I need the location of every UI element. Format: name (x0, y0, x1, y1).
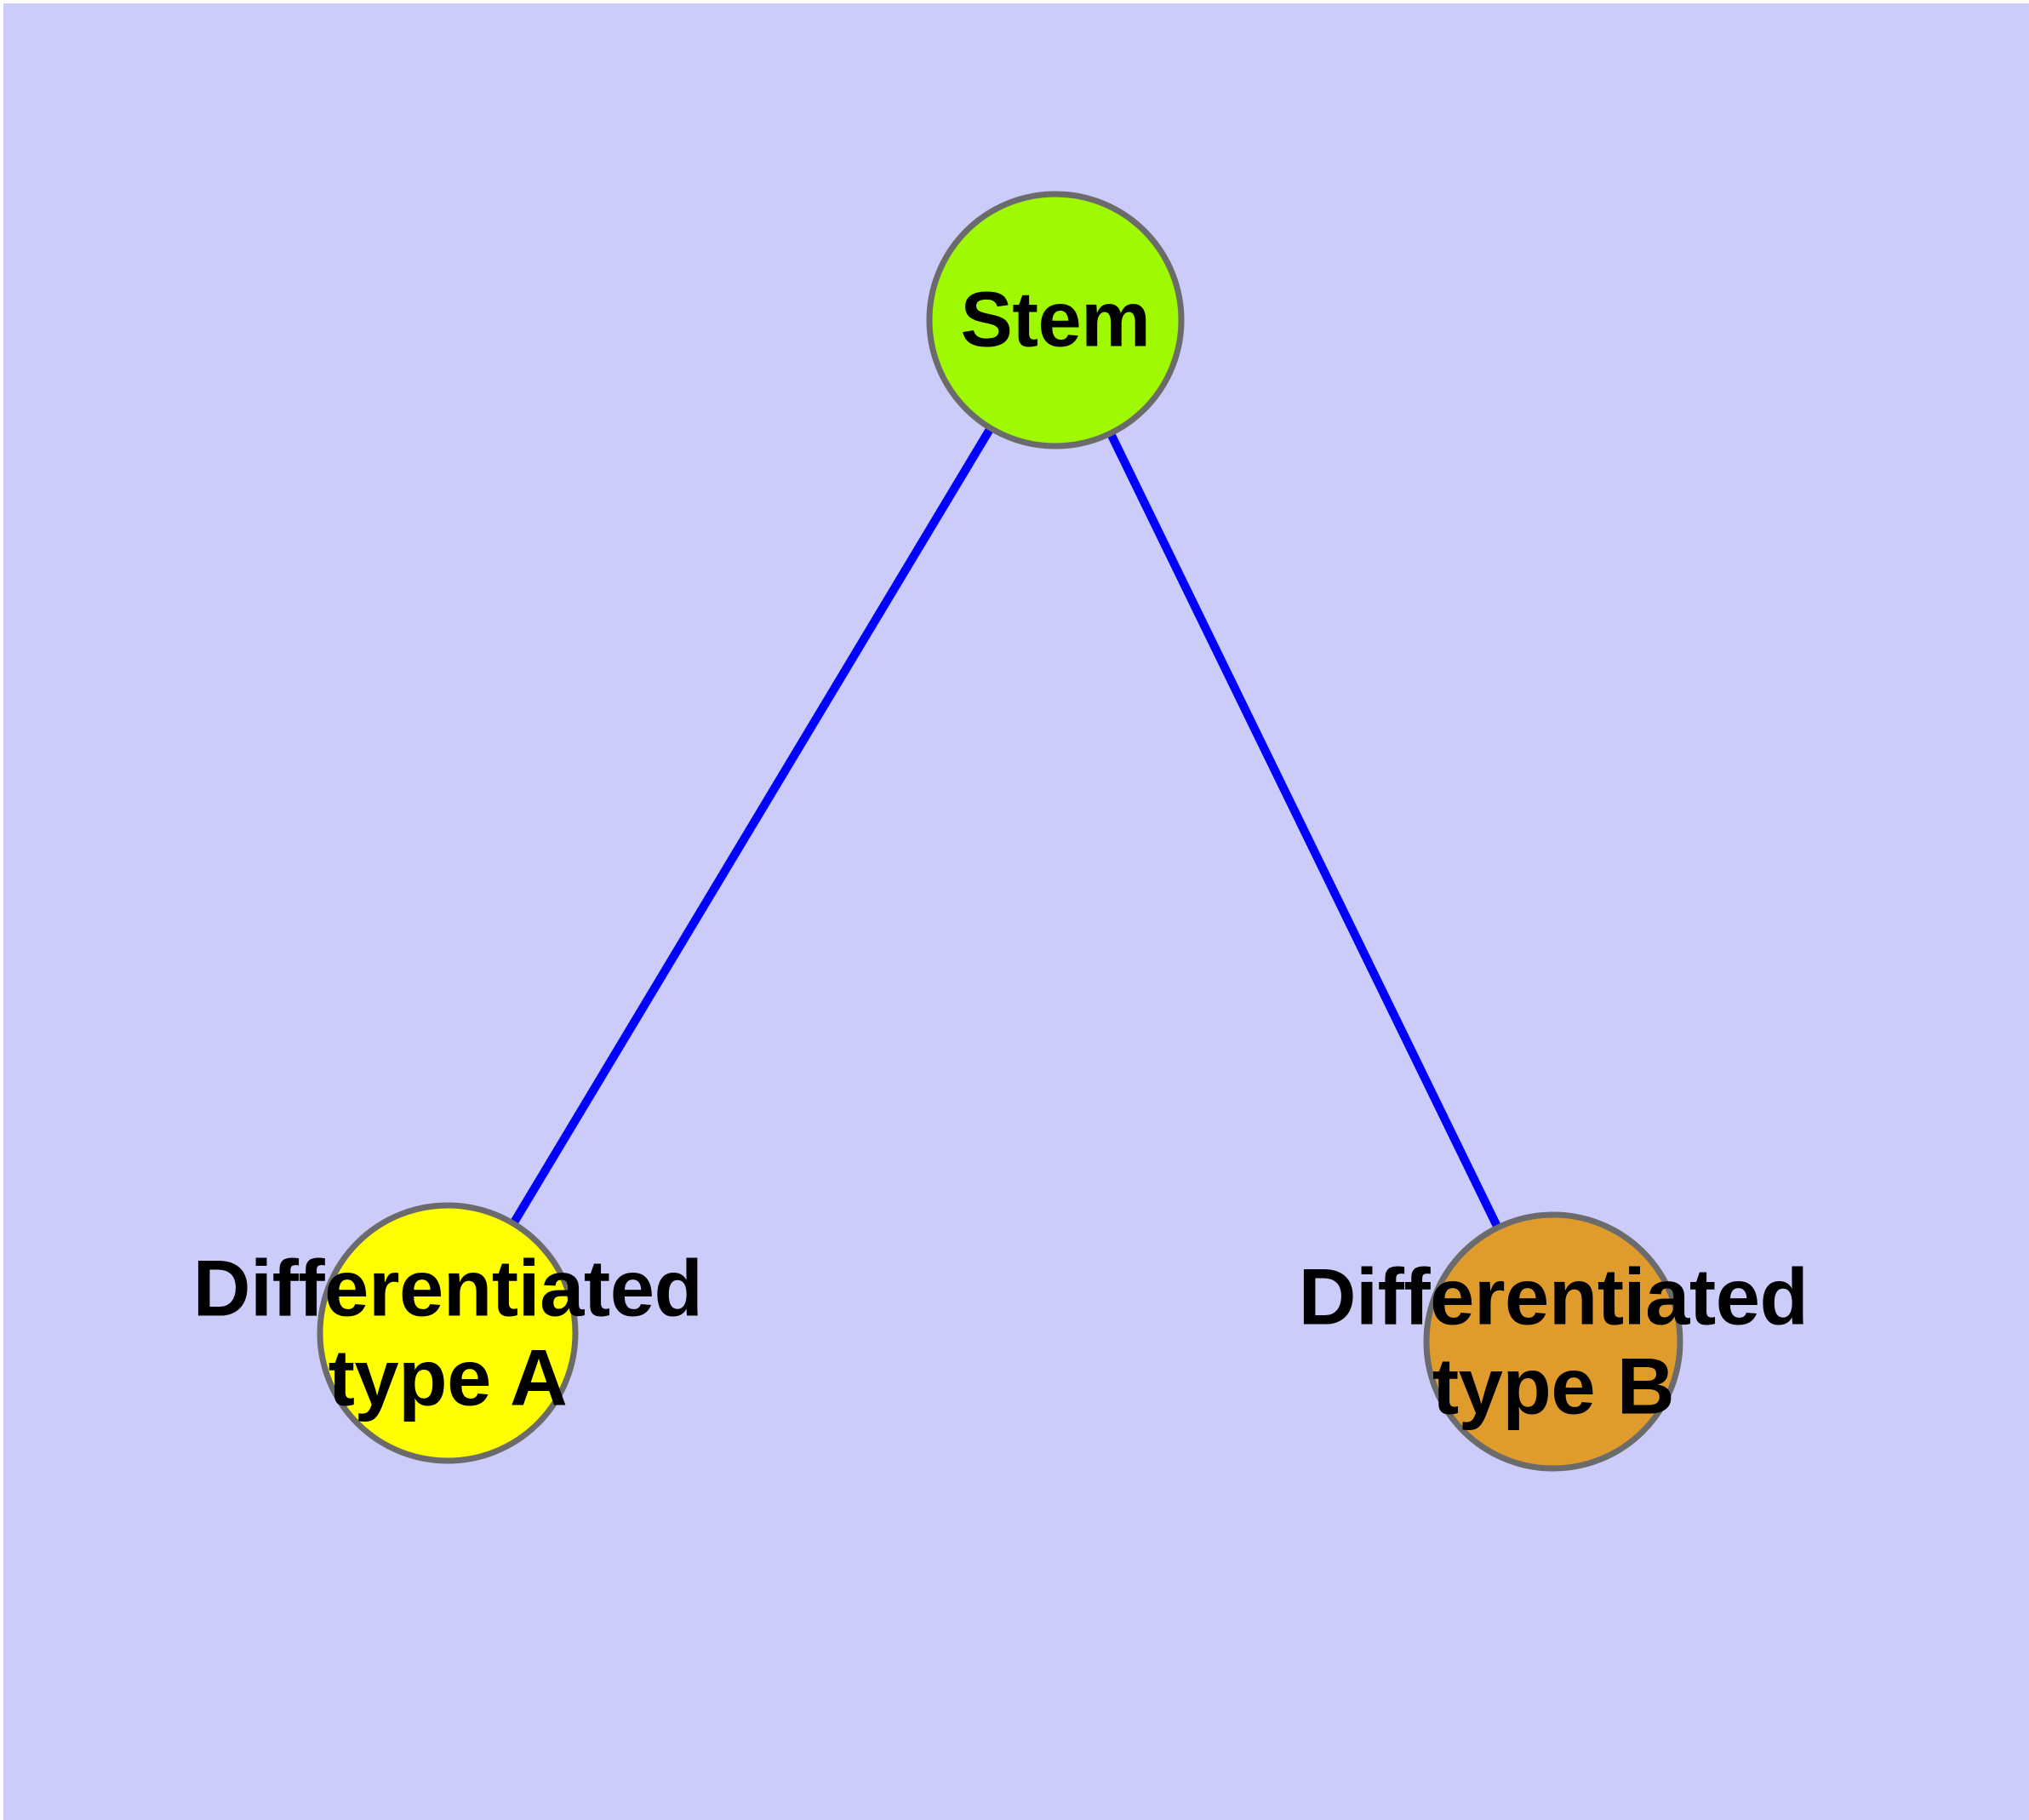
graph-node-stem[interactable] (926, 191, 1185, 449)
graph-node-diff_b[interactable] (1423, 1211, 1683, 1472)
graph-edge[interactable] (508, 424, 996, 1228)
edge-layer (508, 424, 1503, 1232)
graph-svg (317, 191, 1683, 1472)
graph-edge[interactable] (1106, 430, 1503, 1232)
node-layer (317, 191, 1683, 1472)
graph-node-diff_a[interactable] (317, 1202, 579, 1464)
